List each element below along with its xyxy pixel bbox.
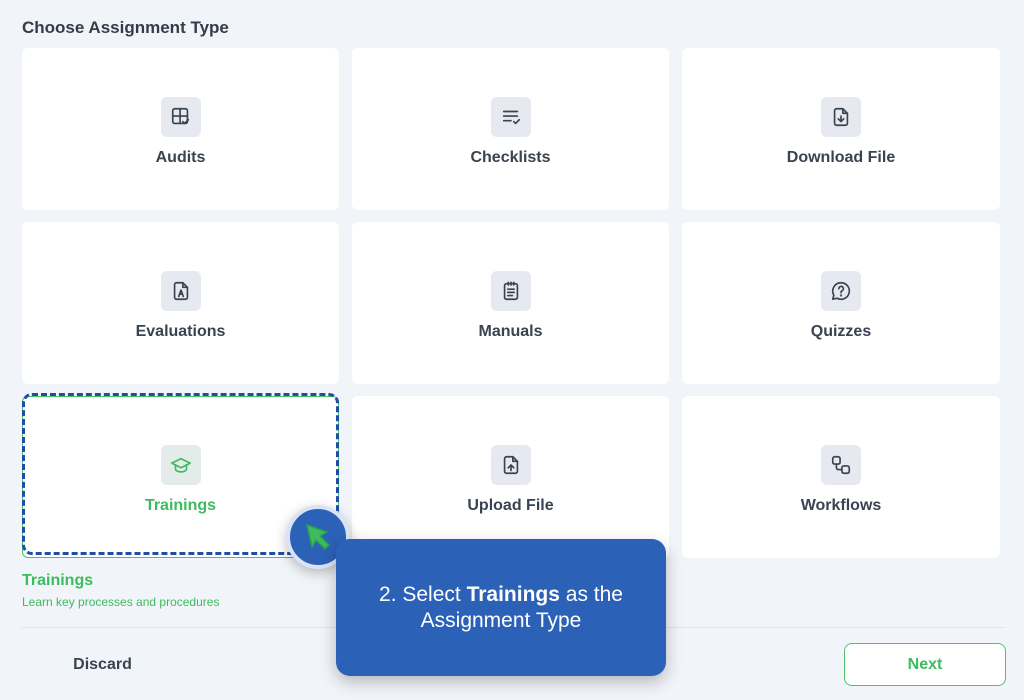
- selected-type-description: Learn key processes and procedures: [22, 595, 220, 609]
- question-bubble-icon: [821, 271, 861, 311]
- tooltip-line-1: 2. Select Trainings as the: [379, 582, 623, 608]
- upload-file-icon: [490, 445, 531, 485]
- card-label: Upload File: [467, 497, 554, 514]
- checklist-icon: [490, 97, 531, 137]
- card-evaluations[interactable]: Evaluations: [22, 222, 339, 384]
- card-label: Evaluations: [135, 323, 226, 340]
- card-label: Manuals: [478, 323, 543, 340]
- evaluation-document-icon: [160, 271, 201, 311]
- download-file-icon: [821, 97, 861, 137]
- card-label: Trainings: [144, 497, 217, 514]
- card-download-file[interactable]: Download File: [682, 48, 1000, 210]
- card-upload-file[interactable]: Upload File: [352, 396, 669, 558]
- audit-grid-icon: [160, 97, 201, 137]
- tutorial-tooltip: 2. Select Trainings as the Assignment Ty…: [336, 539, 666, 676]
- cursor-arrow-icon: [306, 524, 330, 550]
- graduation-cap-icon: [160, 445, 201, 485]
- card-label: Quizzes: [810, 323, 872, 340]
- card-manuals[interactable]: Manuals: [352, 222, 669, 384]
- card-quizzes[interactable]: Quizzes: [682, 222, 1000, 384]
- card-label: Download File: [786, 149, 896, 166]
- card-checklists[interactable]: Checklists: [352, 48, 669, 210]
- card-label: Checklists: [470, 149, 551, 166]
- card-workflows[interactable]: Workflows: [682, 396, 1000, 558]
- selected-type-title: Trainings: [22, 572, 94, 589]
- next-button[interactable]: Next: [844, 643, 1006, 686]
- discard-button[interactable]: Discard: [40, 648, 165, 682]
- clipboard-list-icon: [490, 271, 531, 311]
- tooltip-prefix: 2. Select: [379, 582, 467, 606]
- card-audits[interactable]: Audits: [22, 48, 339, 210]
- card-label: Audits: [155, 149, 206, 166]
- tooltip-suffix: as the: [559, 582, 623, 606]
- page-title: Choose Assignment Type: [22, 18, 229, 37]
- tooltip-line-2: Assignment Type: [420, 608, 582, 632]
- assignment-type-grid: Audits Checklists Download File Evaluati…: [22, 48, 1000, 558]
- card-label: Workflows: [800, 497, 882, 514]
- tooltip-highlight: Trainings: [466, 582, 560, 606]
- workflow-icon: [821, 445, 861, 485]
